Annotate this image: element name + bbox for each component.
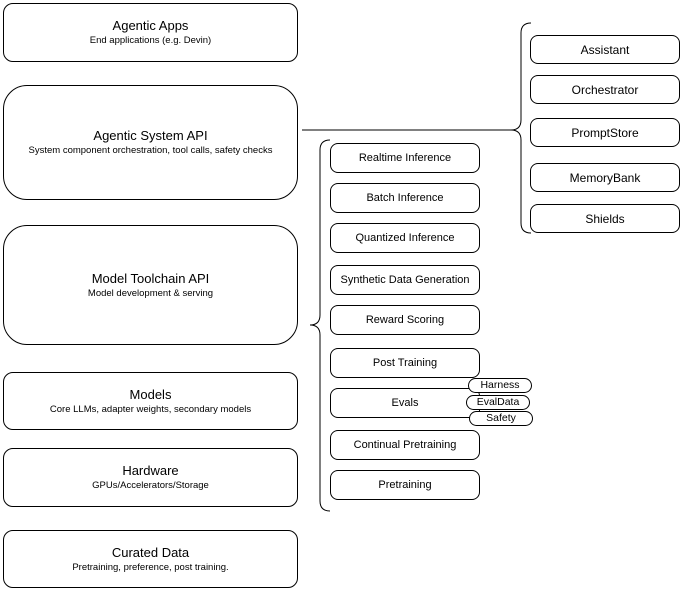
node-assistant: Assistant [530, 35, 680, 64]
node-subtitle: End applications (e.g. Devin) [89, 35, 212, 46]
tag-evaldata: EvalData [466, 395, 530, 410]
node-batch-inference: Batch Inference [330, 183, 480, 213]
node-realtime-inference: Realtime Inference [330, 143, 480, 173]
node-subtitle: GPUs/Accelerators/Storage [92, 480, 209, 491]
node-pretraining: Pretraining [330, 470, 480, 500]
node-shields: Shields [530, 204, 680, 233]
node-memorybank: MemoryBank [530, 163, 680, 192]
node-evals: Evals [330, 388, 480, 418]
node-orchestrator: Orchestrator [530, 75, 680, 104]
node-title: Hardware [122, 463, 179, 478]
node-agentic-apps: Agentic Apps End applications (e.g. Devi… [3, 3, 298, 62]
node-models: Models Core LLMs, adapter weights, secon… [3, 372, 298, 430]
node-title: Agentic System API [93, 128, 208, 143]
node-promptstore: PromptStore [530, 118, 680, 147]
node-synthetic-data-generation: Synthetic Data Generation [330, 265, 480, 295]
node-quantized-inference: Quantized Inference [330, 223, 480, 253]
system-group-bracket [510, 22, 532, 234]
node-title: Curated Data [111, 544, 190, 560]
node-agentic-system-api: Agentic System API System component orch… [3, 85, 298, 200]
node-hardware: Hardware GPUs/Accelerators/Storage [3, 448, 298, 507]
node-post-training: Post Training [330, 348, 480, 378]
node-subtitle: Model development & serving [87, 287, 214, 299]
node-title: Models [129, 386, 172, 402]
tag-safety: Safety [469, 411, 533, 426]
tag-harness: Harness [468, 378, 532, 393]
node-curated-data: Curated Data Pretraining, preference, po… [3, 530, 298, 588]
node-title: Model Toolchain API [91, 270, 210, 286]
node-model-toolchain-api: Model Toolchain API Model development & … [3, 225, 298, 345]
node-subtitle: System component orchestration, tool cal… [28, 145, 273, 156]
toolchain-group-bracket [309, 139, 331, 512]
node-subtitle: Core LLMs, adapter weights, secondary mo… [49, 403, 252, 415]
node-subtitle: Pretraining, preference, post training. [72, 561, 229, 573]
node-reward-scoring: Reward Scoring [330, 305, 480, 335]
node-continual-pretraining: Continual Pretraining [330, 430, 480, 460]
node-title: Agentic Apps [112, 18, 189, 33]
